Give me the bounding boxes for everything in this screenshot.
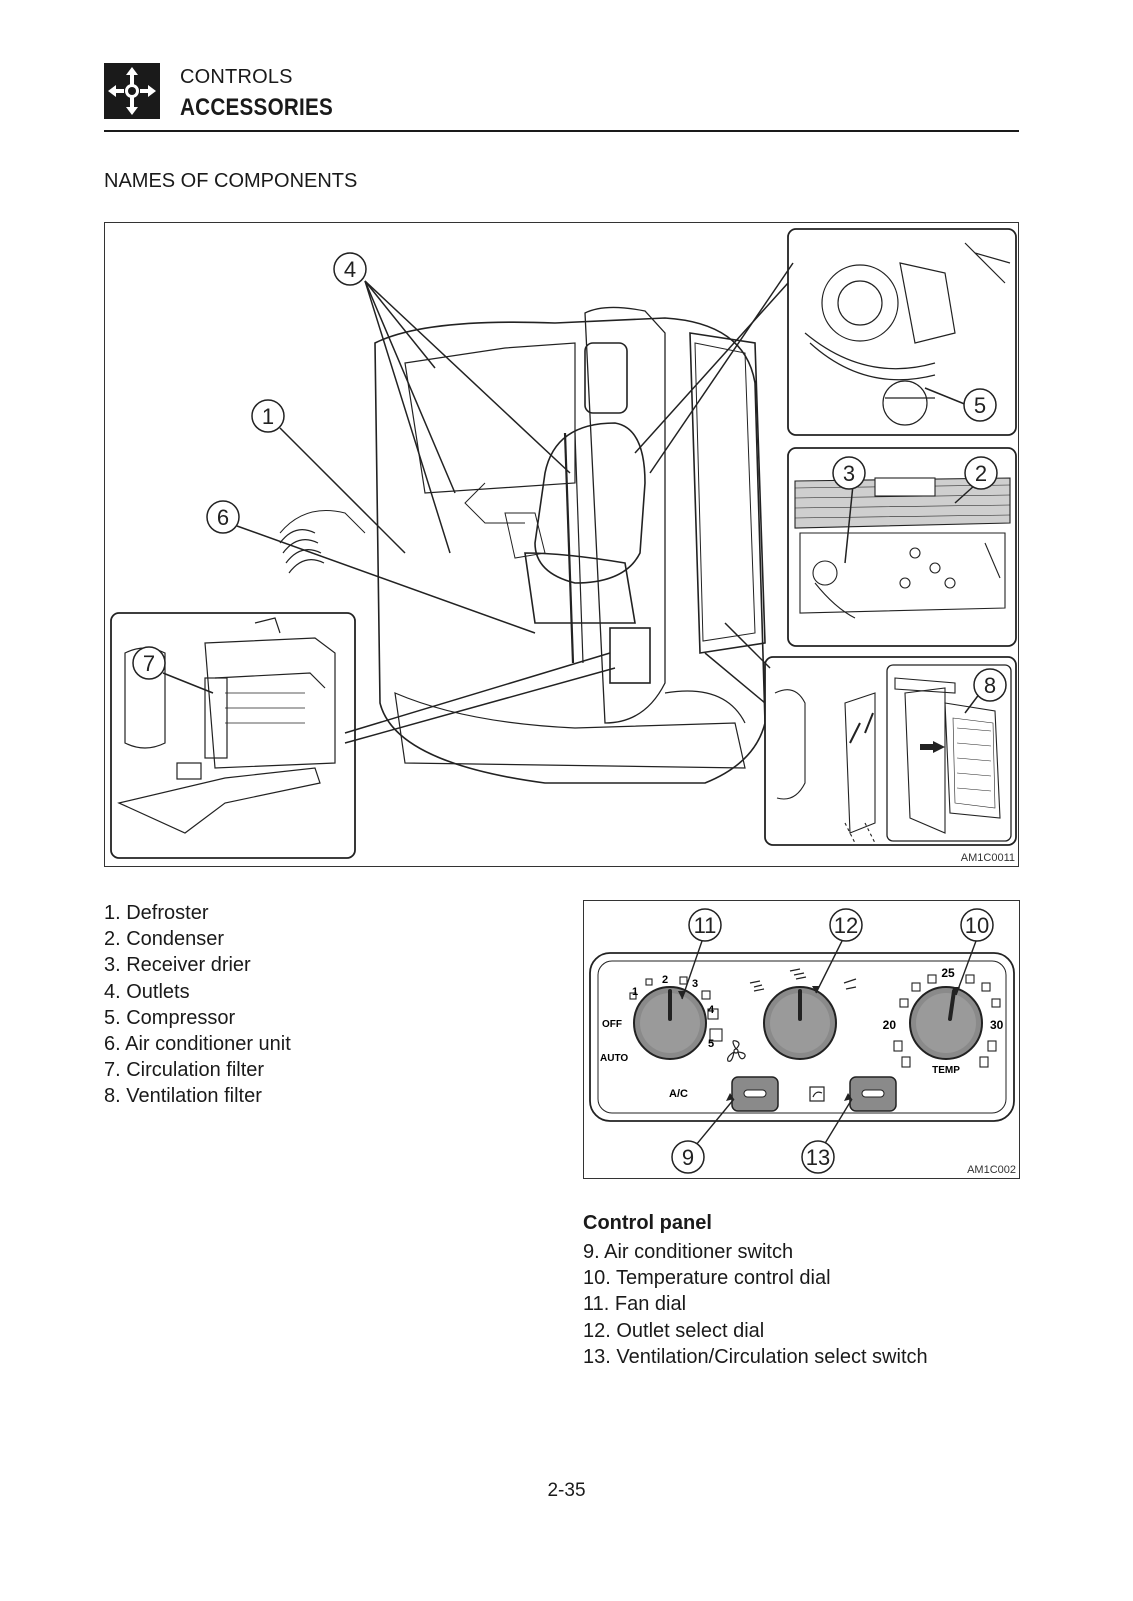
fan-label-auto: AUTO [600,1053,628,1064]
callout-10: 10 [960,908,994,942]
callout-3: 3 [832,456,866,490]
temp-label-25: 25 [941,966,955,980]
list-item: 2. Condenser [104,928,225,951]
callout-label: 3 [843,461,855,486]
list-item: 9. Air conditioner switch [583,1241,794,1263]
callout-9: 9 [671,1140,705,1174]
ac-switch-label: A/C [669,1088,688,1100]
fan-label-3: 3 [692,978,698,990]
temp-label-20: 20 [883,1018,897,1032]
callout-5: 5 [963,388,997,422]
inset-condenser [787,447,1017,647]
inset-compressor [787,228,1017,436]
page-subheading: NAMES OF COMPONENTS [104,170,358,192]
fan-label-2: 2 [662,974,668,986]
recirculation-icon [809,1086,825,1102]
cab-components-figure: 4 1 6 7 5 3 2 [104,222,1019,867]
callout-label: 10 [965,913,989,938]
ventilation-circulation-switch [809,1076,897,1112]
callout-12: 12 [829,908,863,942]
callout-label: 8 [984,673,996,698]
list-item: 8. Ventilation filter [104,1085,262,1108]
callout-11: 11 [688,908,722,942]
callout-label: 1 [262,404,274,429]
fan-label-off: OFF [602,1019,622,1030]
callout-8: 8 [973,668,1007,702]
callout-label: 11 [694,913,717,938]
list-item: 10. Temperature control dial [583,1267,831,1290]
callout-label: 12 [834,913,858,938]
controls-arrows-icon [104,63,160,119]
callout-label: 5 [974,393,986,418]
fan-label-5: 5 [708,1038,714,1050]
callout-label: 13 [806,1145,830,1170]
section-label: CONTROLS [180,66,293,88]
fan-icon [727,1040,746,1062]
callout-label: 7 [143,651,155,676]
outlet-mode-icon [749,968,857,992]
control-panel-heading: Control panel [583,1212,712,1234]
callout-label: 9 [682,1145,694,1170]
temperature-dial: 20 25 30 TEMP [883,966,1004,1076]
callout-label: 2 [975,461,987,486]
callout-6: 6 [206,500,240,534]
component-list: 1. Defroster 2. Condenser 3. Receiver dr… [104,900,291,1110]
list-item: 5. Compressor [104,1006,236,1029]
list-item: 12. Outlet select dial [583,1319,765,1342]
callout-label: 6 [217,505,229,530]
list-item: 11. Fan dial [583,1293,687,1316]
inset-ventilation-filter [764,656,1017,846]
outlet-select-dial [749,968,857,1060]
callout-label: 4 [344,257,356,282]
inset-circulation-filter [110,612,356,859]
list-item: 13. Ventilation/Circulation select switc… [583,1345,928,1368]
figure-code: AM1C0011 [960,852,1015,864]
figure-code: AM1C002 [967,1164,1016,1176]
temp-label: TEMP [932,1065,960,1076]
fan-dial: OFF 1 2 3 4 5 AUTO [600,974,746,1064]
temp-label-30: 30 [990,1018,1004,1032]
list-item: 6. Air conditioner unit [104,1033,291,1056]
callout-13: 13 [801,1140,835,1174]
control-panel-list: 9. Air conditioner switch 10. Temperatur… [583,1239,928,1370]
list-item: 1. Defroster [104,902,209,924]
callout-1: 1 [251,399,285,433]
cab-illustration: 4 1 6 7 5 3 2 [110,228,1017,859]
list-item: 4. Outlets [104,980,190,1003]
fan-label-1: 1 [632,986,638,998]
fan-label-4: 4 [708,1004,715,1016]
list-item: 3. Receiver drier [104,954,251,977]
callout-7: 7 [132,646,166,680]
page-number: 2-35 [547,1480,586,1501]
header-divider [104,130,1019,132]
ac-switch: A/C [669,1076,779,1112]
callout-2: 2 [964,456,998,490]
list-item: 7. Circulation filter [104,1059,265,1082]
control-panel-figure: OFF 1 2 3 4 5 AUTO [583,900,1020,1179]
callout-4: 4 [333,252,367,286]
section-title: ACCESSORIES [180,94,334,121]
